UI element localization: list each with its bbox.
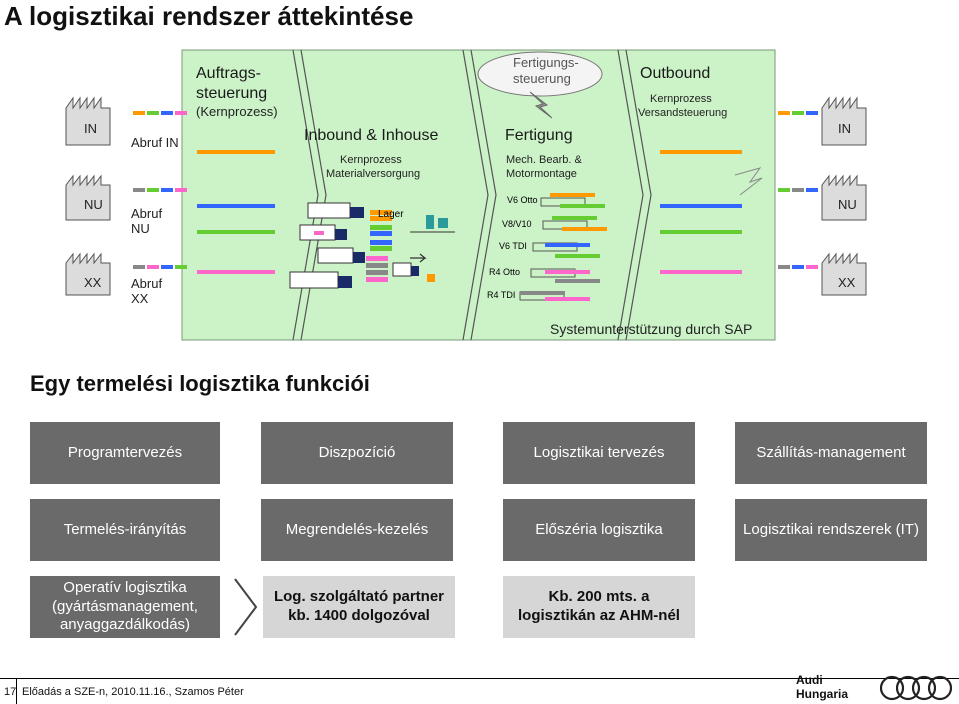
footer-caption: Előadás a SZE-n, 2010.11.16., Szamos Pét… (22, 686, 244, 698)
tile-operativ-logisztika: Operatív logisztika (gyártásmanagement, … (30, 576, 220, 638)
outbound-sub-2: Versandsteuerung (638, 107, 728, 119)
fertigungssteuerung-label-2: steuerung (513, 71, 571, 86)
abruf-in-label: Abruf IN (131, 135, 179, 150)
inbound-sub-2: Materialversorgung (326, 168, 421, 180)
plant-label-in: IN (84, 121, 97, 136)
outbound-strips (660, 150, 763, 274)
brand-name-2: Hungaria (796, 687, 849, 701)
auftrag-title-2: steuerung (196, 85, 268, 102)
brand-name-1: Audi (796, 673, 823, 687)
logistics-process-diagram (65, 49, 867, 341)
abruf-color-strips (133, 111, 187, 269)
plant-icons-left (65, 96, 111, 296)
factory-in-icon (65, 96, 111, 146)
fertigungssteuerung-label-1: Fertigungs- (513, 55, 579, 70)
factory-in-right-icon (821, 96, 867, 146)
sap-support-label: Systemunterstützung durch SAP (550, 321, 753, 337)
plant-label-nu: NU (84, 197, 103, 212)
material-boxes (314, 210, 455, 282)
process-chevrons (292, 49, 652, 341)
page-number: 17 (4, 686, 17, 698)
tile-logisztikai-tervezes: Logisztikai tervezés (503, 422, 695, 484)
lager-label: Lager (378, 209, 404, 220)
line-v8-v10: V8/V10 (502, 219, 532, 229)
auftrag-subtitle: (Kernprozess) (196, 104, 278, 119)
plant-label-nu-right: NU (838, 197, 857, 212)
plant-label-xx-right: XX (838, 275, 856, 290)
tile-log-szolgaltato: Log. szolgáltató partner kb. 1400 dolgoz… (263, 576, 455, 638)
auftrag-color-strips (197, 150, 275, 274)
factory-nu-icon (65, 174, 111, 221)
tile-programtervezes: Programtervezés (30, 422, 220, 484)
process-area-background (181, 49, 776, 341)
audi-rings-logo (879, 675, 953, 701)
outbound-sub-1: Kernprozess (650, 93, 712, 105)
section-subtitle: Egy termelési logisztika funkciói (30, 371, 370, 396)
tile-mts-logisztikan: Kb. 200 mts. a logisztikán az AHM-nél (503, 576, 695, 638)
factory-xx-right-icon (821, 252, 867, 296)
tile-termeles-iranyitas: Termelés-irányítás (30, 499, 220, 561)
line-v6-otto: V6 Otto (507, 195, 538, 205)
plant-label-xx: XX (84, 275, 102, 290)
delivery-color-strips (778, 111, 818, 269)
tile-szallitas-management: Szállítás-management (735, 422, 927, 484)
abruf-xx-label-1: Abruf (131, 276, 163, 291)
abruf-nu-label-1: Abruf (131, 206, 163, 221)
factory-nu-right-icon (821, 174, 867, 221)
line-r4-tdi: R4 TDI (487, 290, 516, 300)
plant-icons-right (821, 96, 867, 296)
lightning-icon (529, 91, 553, 119)
tile-logisztikai-rendszerek: Logisztikai rendszerek (IT) (735, 499, 927, 561)
inbound-title: Inbound & Inhouse (304, 127, 439, 144)
tile-diszpozicio: Diszpozíció (261, 422, 453, 484)
abruf-xx-label-2: XX (131, 291, 149, 306)
footer-divider-top (0, 678, 959, 679)
tile-eloszeria-logisztika: Előszéria logisztika (503, 499, 695, 561)
page-title: A logisztikai rendszer áttekintése (4, 1, 414, 31)
abruf-nu-label-2: NU (131, 221, 150, 236)
line-r4-otto: R4 Otto (489, 267, 521, 277)
footer-divider (16, 678, 17, 704)
line-v6-tdi: V6 TDI (499, 241, 527, 251)
plant-label-in-right: IN (838, 121, 851, 136)
fertigung-title: Fertigung (505, 127, 573, 144)
outbound-title: Outbound (640, 65, 711, 82)
fertigungssteuerung-cloud (477, 51, 603, 97)
factory-xx-icon (65, 252, 111, 296)
inbound-sub-1: Kernprozess (340, 154, 402, 166)
tile-megrendeles-kezeles: Megrendelés-kezelés (261, 499, 453, 561)
production-line-boxes (519, 193, 607, 301)
fertigung-sub-1: Mech. Bearb. & (506, 154, 582, 166)
fertigung-sub-2: Motormontage (506, 168, 577, 180)
chevron-arrow-icon (234, 578, 258, 636)
auftrag-title-1: Auftrags- (196, 65, 261, 82)
